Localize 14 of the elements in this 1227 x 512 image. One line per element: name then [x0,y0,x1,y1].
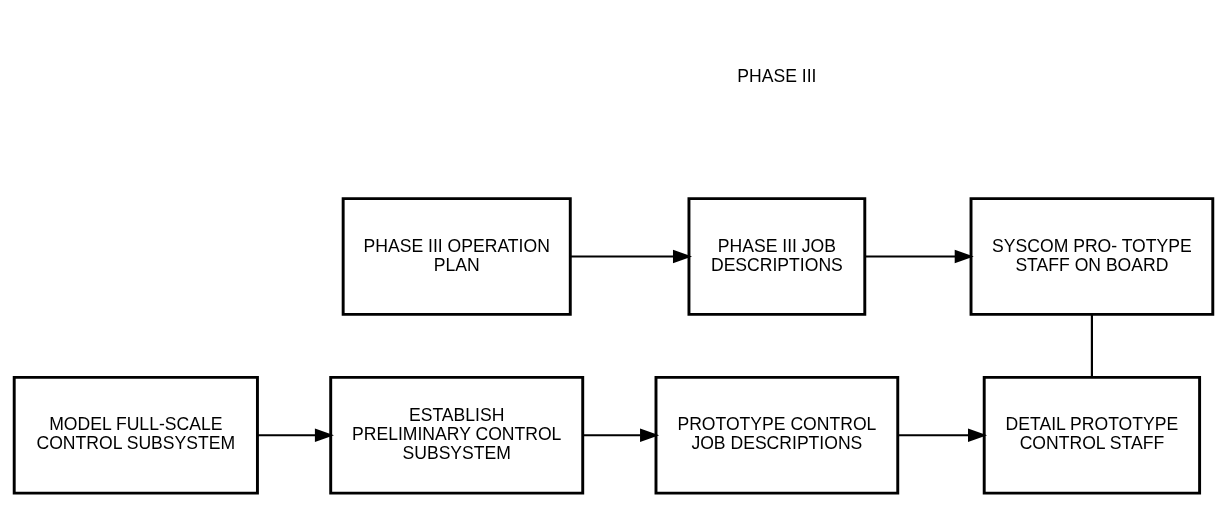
arrow [583,428,660,442]
node-box: DETAIL PROTOTYPE CONTROL STAFF [982,375,1202,495]
node-box: PHASE III JOB DESCRIPTIONS [687,196,867,316]
node-box: ESTABLISH PRELIMINARY CONTROL SUBSYSTEM [329,375,585,495]
node-box: PHASE III OPERATION PLAN [341,196,572,316]
arrow [570,249,693,263]
arrow [864,249,974,263]
arrow [257,428,334,442]
node-box: SYSCOM PRO- TOTYPE STAFF ON BOARD [969,196,1215,316]
node-box: PROTOTYPE CONTROL JOB DESCRIPTIONS [654,375,900,495]
label: PHASE III [737,65,817,86]
arrow [898,428,988,442]
node-box: MODEL FULL-SCALE CONTROL SUBSYSTEM [12,375,259,495]
connector [1090,314,1093,377]
